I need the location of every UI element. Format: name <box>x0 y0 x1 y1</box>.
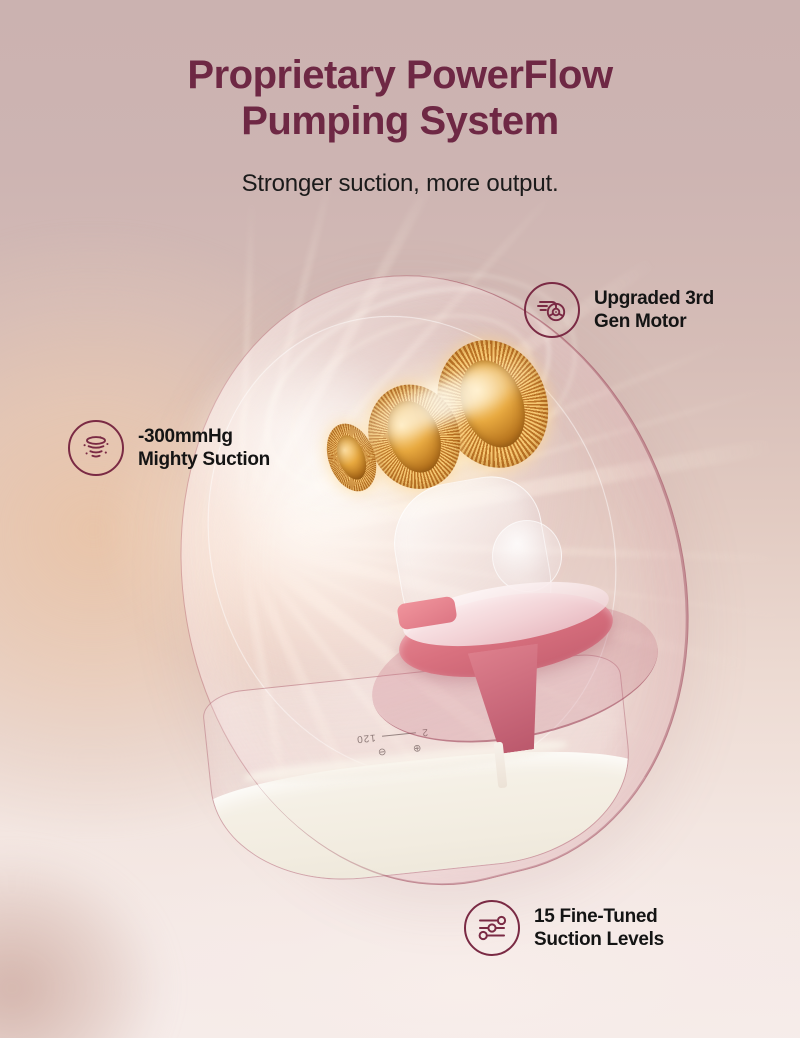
pump-body-knob <box>492 520 562 592</box>
callout-suction-label: -300mmHg Mighty Suction <box>138 425 270 470</box>
page-title: Proprietary PowerFlow Pumping System <box>0 52 800 144</box>
callout-motor-label: Upgraded 3rd Gen Motor <box>594 287 714 332</box>
callout-suction: -300mmHg Mighty Suction <box>68 420 270 476</box>
cyclone-suction-icon <box>68 420 124 476</box>
sliders-icon <box>464 900 520 956</box>
turbo-motor-icon <box>524 282 580 338</box>
background-left-shadow <box>0 778 250 1038</box>
callout-levels: 15 Fine-Tuned Suction Levels <box>464 900 664 956</box>
title-line-2: Pumping System <box>241 99 559 143</box>
title-line-1: Proprietary PowerFlow <box>187 53 613 97</box>
volume-right-value: 120 <box>355 731 377 745</box>
page-subtitle: Stronger suction, more output. <box>241 170 559 197</box>
callout-levels-label: 15 Fine-Tuned Suction Levels <box>534 905 664 950</box>
callout-motor: Upgraded 3rd Gen Motor <box>524 282 714 338</box>
